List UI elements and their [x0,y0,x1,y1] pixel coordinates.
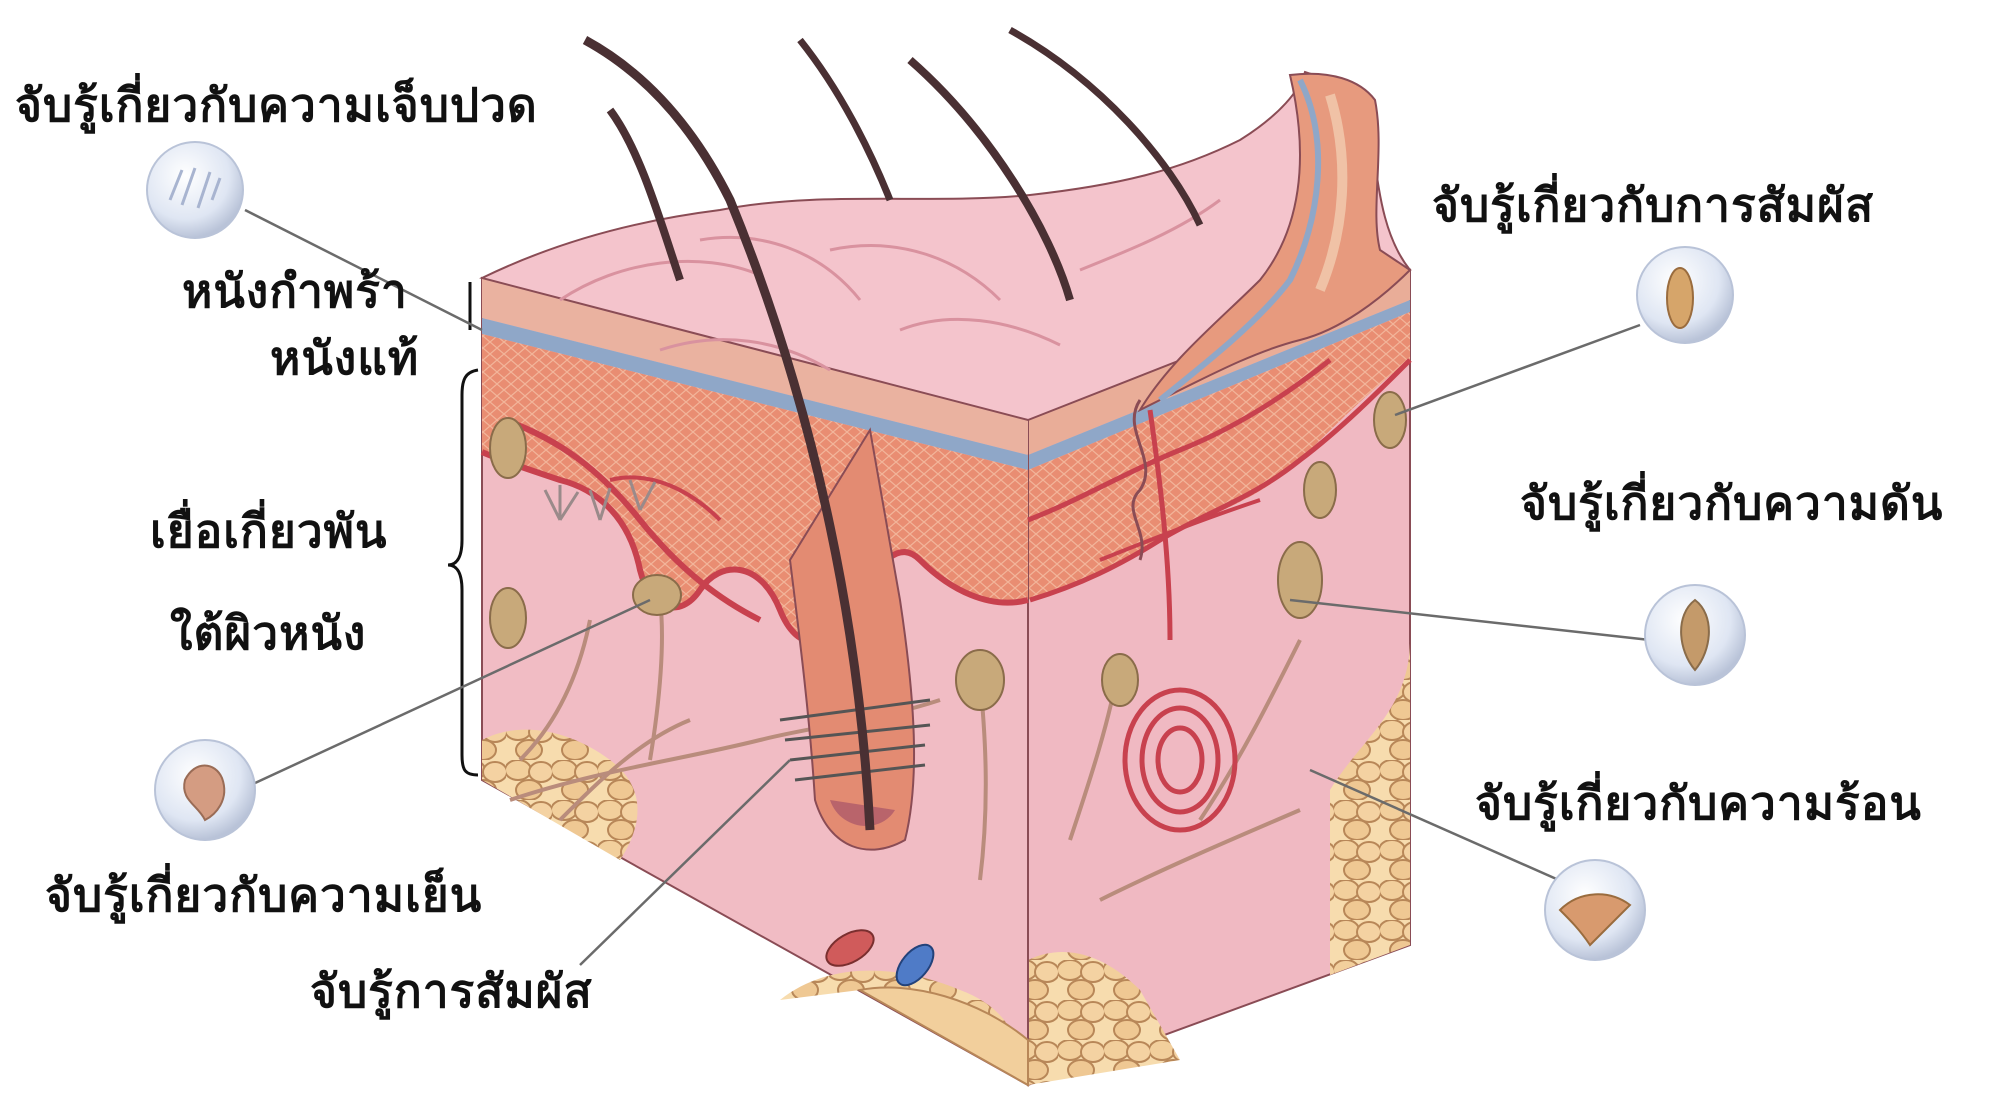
label-pressure-receptor: จับรู้เกี่ยวกับความดัน [1520,480,1943,526]
pressure-receptor-bubble [1645,585,1745,685]
cold-receptor-bubble [155,740,255,840]
layer-bracket [448,370,478,775]
label-epidermis: หนังกำพร้า [182,268,408,314]
touch-receptor-bubble [1637,247,1733,343]
label-dermis: หนังแท้ [270,335,419,381]
label-subcutaneous-line1: เยื่อเกี่ยวพัน [150,508,387,554]
label-heat-receptor: จับรู้เกี่ยวกับความร้อน [1475,780,1922,826]
pain-receptor-bubble [147,142,243,238]
heat-receptor-bubble [1545,860,1645,960]
label-touch-receptor-right: จับรู้เกี่ยวกับการสัมผัส [1432,182,1874,228]
label-cold-receptor: จับรู้เกี่ยวกับความเย็น [45,872,482,918]
label-subcutaneous-line2: ใต้ผิวหนัง [170,610,366,656]
label-pain-receptor: จับรู้เกี่ยวกับความเจ็บปวด [15,82,538,128]
label-touch-receptor-bottom: จับรู้การสัมผัส [310,968,593,1014]
